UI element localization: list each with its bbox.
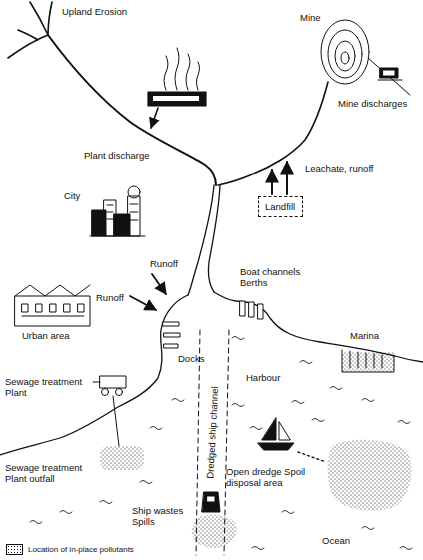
- wave-mark: [60, 511, 72, 514]
- leachate-arrow: [286, 162, 288, 194]
- wave-mark: [250, 427, 262, 430]
- area-label: Dredged ship channel: [204, 386, 220, 479]
- source-label: Plant discharge: [84, 150, 149, 161]
- source-label: Leachate, runoff: [305, 163, 374, 174]
- source-label: Ship wastes Spills: [132, 505, 194, 527]
- stipple-swatch: [6, 544, 23, 555]
- berths: [240, 301, 263, 319]
- city-icon: [90, 186, 145, 236]
- sailboat: [258, 418, 294, 450]
- area-label: Upland Erosion: [62, 6, 127, 17]
- runoff-arrow: [152, 274, 166, 294]
- wave-mark: [172, 399, 184, 402]
- wave-mark: [400, 547, 412, 550]
- marina-piers: [342, 350, 394, 372]
- river: [48, 35, 216, 185]
- shoreline: [214, 292, 423, 362]
- mine-equipment: [368, 58, 410, 95]
- area-label: Docks: [178, 353, 204, 364]
- wave-mark: [282, 511, 294, 514]
- wave-mark: [100, 501, 112, 504]
- wave-mark: [140, 481, 152, 484]
- urban-area-icon: [15, 285, 90, 326]
- legend-entry: Location of in-place pollutants: [6, 544, 134, 555]
- area-label: City: [64, 190, 80, 201]
- area-label: Open dredge Spoil disposal area: [226, 466, 324, 488]
- wave-mark: [30, 521, 42, 524]
- wave-mark: [330, 387, 342, 390]
- factory: [148, 48, 206, 106]
- pollutant-area: [100, 446, 144, 470]
- river-bank: [188, 185, 214, 295]
- pollutant-area: [328, 440, 412, 511]
- area-label: Sewage treatment Plant: [5, 376, 97, 398]
- wave-mark: [312, 419, 324, 422]
- leachate-arrow: [271, 170, 273, 194]
- source-label: Runoff: [96, 292, 124, 303]
- plant-discharge-arrow: [151, 108, 158, 128]
- outfall-pipe: [113, 396, 119, 446]
- wave-mark: [232, 337, 244, 340]
- area-label: Mine: [300, 12, 321, 23]
- pollutant-area: [192, 515, 237, 548]
- area-label: Urban area: [22, 330, 70, 341]
- area-label: Boat channels Berths: [240, 266, 314, 288]
- wave-mark: [362, 527, 374, 530]
- mine-contours: [321, 20, 369, 84]
- area-label: Marina: [350, 330, 379, 341]
- upland-branch: [8, 2, 52, 58]
- wave-mark: [300, 361, 312, 364]
- source-label: Mine discharges: [338, 98, 407, 109]
- runoff-arrow: [130, 296, 156, 310]
- river-bank: [208, 185, 220, 292]
- wave-mark: [150, 427, 162, 430]
- legend-text: Location of in-place pollutants: [28, 545, 134, 554]
- wave-mark: [292, 401, 304, 404]
- sewage-plant-icon: [93, 376, 126, 396]
- source-label: Sewage treatment Plant outfall: [5, 462, 95, 484]
- ship: [202, 492, 220, 512]
- node-text: Landfill: [265, 201, 296, 212]
- wave-mark: [252, 547, 264, 550]
- water-waves: [30, 337, 412, 550]
- dredge-route: [298, 452, 326, 462]
- landfill-area: Landfill: [258, 196, 303, 217]
- wave-mark: [362, 399, 374, 402]
- wave-mark: [398, 421, 410, 424]
- source-label: Runoff: [150, 258, 178, 269]
- wave-mark: [232, 404, 244, 407]
- shoreline: [0, 295, 188, 455]
- docks-piers: [163, 322, 180, 348]
- area-label: Ocean: [322, 535, 350, 546]
- area-label: Harbour: [246, 372, 280, 383]
